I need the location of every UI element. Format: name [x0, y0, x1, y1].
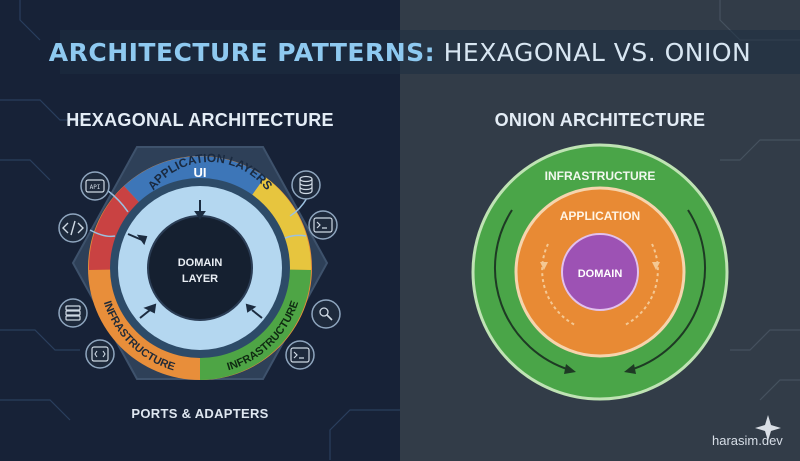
page-title: ARCHITECTURE PATTERNS: HEXAGONAL VS. ONI…: [0, 38, 800, 67]
adapter-icon-search-gear: [311, 299, 341, 329]
infrastructure-label: INFRASTRUCTURE: [545, 169, 656, 183]
circuit-decoration: [0, 0, 400, 460]
code-file-icon: [91, 346, 109, 362]
onion-dependency-arrows: [493, 209, 707, 374]
page-title-secondary: HEXAGONAL VS. ONION: [443, 38, 752, 67]
terminal-icon: [290, 347, 310, 363]
sparkle-logo-icon: [755, 415, 781, 441]
adapter-icon-terminal-bottom: [285, 340, 315, 370]
watermark: harasim.dev: [712, 433, 783, 448]
domain-layer-label-line1: DOMAIN: [178, 257, 223, 269]
terminal-icon: [313, 217, 333, 233]
domain-layer-label-line2: LAYER: [182, 273, 218, 285]
onion-title: ONION ARCHITECTURE: [494, 110, 706, 130]
ports-adapters-caption: PORTS & ADAPTERS: [131, 406, 269, 421]
segment-ui-label: UI: [194, 165, 207, 180]
adapter-icon-code-file: [85, 339, 115, 369]
code-icon: [62, 220, 84, 236]
adapter-icon-server-stack: [58, 298, 88, 328]
adapter-connectors: [89, 189, 308, 239]
search-gear-icon: [319, 307, 329, 317]
domain-label: DOMAIN: [578, 268, 623, 280]
adapter-icon-code: [58, 213, 88, 243]
title-bar: [60, 30, 800, 74]
inward-arrows: [127, 200, 263, 319]
hexagonal-title: HEXAGONAL ARCHITECTURE: [66, 110, 334, 130]
domain-core: [561, 233, 639, 311]
page-title-primary: ARCHITECTURE PATTERNS:: [48, 38, 436, 67]
server-stack-icon: [65, 305, 81, 321]
adapter-icon-terminal-top: [308, 210, 338, 240]
svg-text:API: API: [90, 184, 101, 191]
api-icon: [85, 179, 105, 193]
adapter-icon-database: [291, 170, 321, 200]
adapter-icon-api: API: [80, 171, 110, 201]
application-label: APPLICATION: [560, 209, 640, 223]
